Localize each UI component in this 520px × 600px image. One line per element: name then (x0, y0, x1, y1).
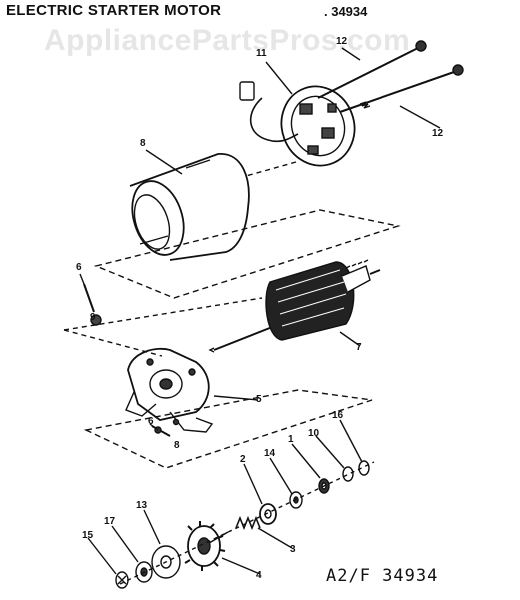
page-title: ELECTRIC STARTER MOTOR (6, 2, 222, 19)
through-bolt-lower (339, 64, 464, 113)
callout-3: 3 (290, 544, 296, 555)
callout-17: 17 (104, 516, 116, 527)
callout-1: 1 (288, 434, 294, 445)
washer-10 (342, 466, 354, 482)
callout-6-lower: 6 (148, 416, 154, 427)
drive-end-cap (125, 348, 214, 433)
callout-5: 5 (256, 394, 262, 405)
spring-cup (151, 545, 181, 579)
spacer (259, 503, 277, 525)
through-bolt-upper (317, 40, 427, 99)
watermark: AppliancePartsPros.com (44, 24, 411, 57)
drive-pinion (184, 521, 229, 571)
callout-15: 15 (82, 530, 94, 541)
callout-4: 4 (256, 570, 262, 581)
callout-6-upper: 6 (76, 262, 82, 273)
callout-12-upper: 12 (336, 36, 348, 47)
spring (235, 515, 261, 531)
callout-13: 13 (136, 500, 148, 511)
callout-8-housing: 8 (140, 138, 146, 149)
spacer-16 (358, 460, 370, 476)
callout-16: 16 (332, 410, 344, 421)
callout-14: 14 (264, 448, 276, 459)
callout-8-lower: 8 (174, 440, 180, 451)
diagram-reference: A2/F 34934 (326, 566, 439, 586)
armature (208, 259, 381, 353)
callout-9: 9 (90, 312, 96, 323)
callout-11: 11 (256, 48, 267, 59)
end-cap-brush-holder (239, 81, 356, 167)
frame-housing (129, 153, 250, 261)
callout-12-lower: 12 (432, 128, 444, 139)
callout-2: 2 (240, 454, 246, 465)
part-number: . 34934 (324, 4, 368, 19)
callout-7: 7 (356, 342, 362, 353)
cap (115, 571, 129, 589)
callout-10: 10 (308, 428, 320, 439)
screw-and-washer-left (83, 283, 102, 326)
retaining-ring (318, 478, 330, 494)
